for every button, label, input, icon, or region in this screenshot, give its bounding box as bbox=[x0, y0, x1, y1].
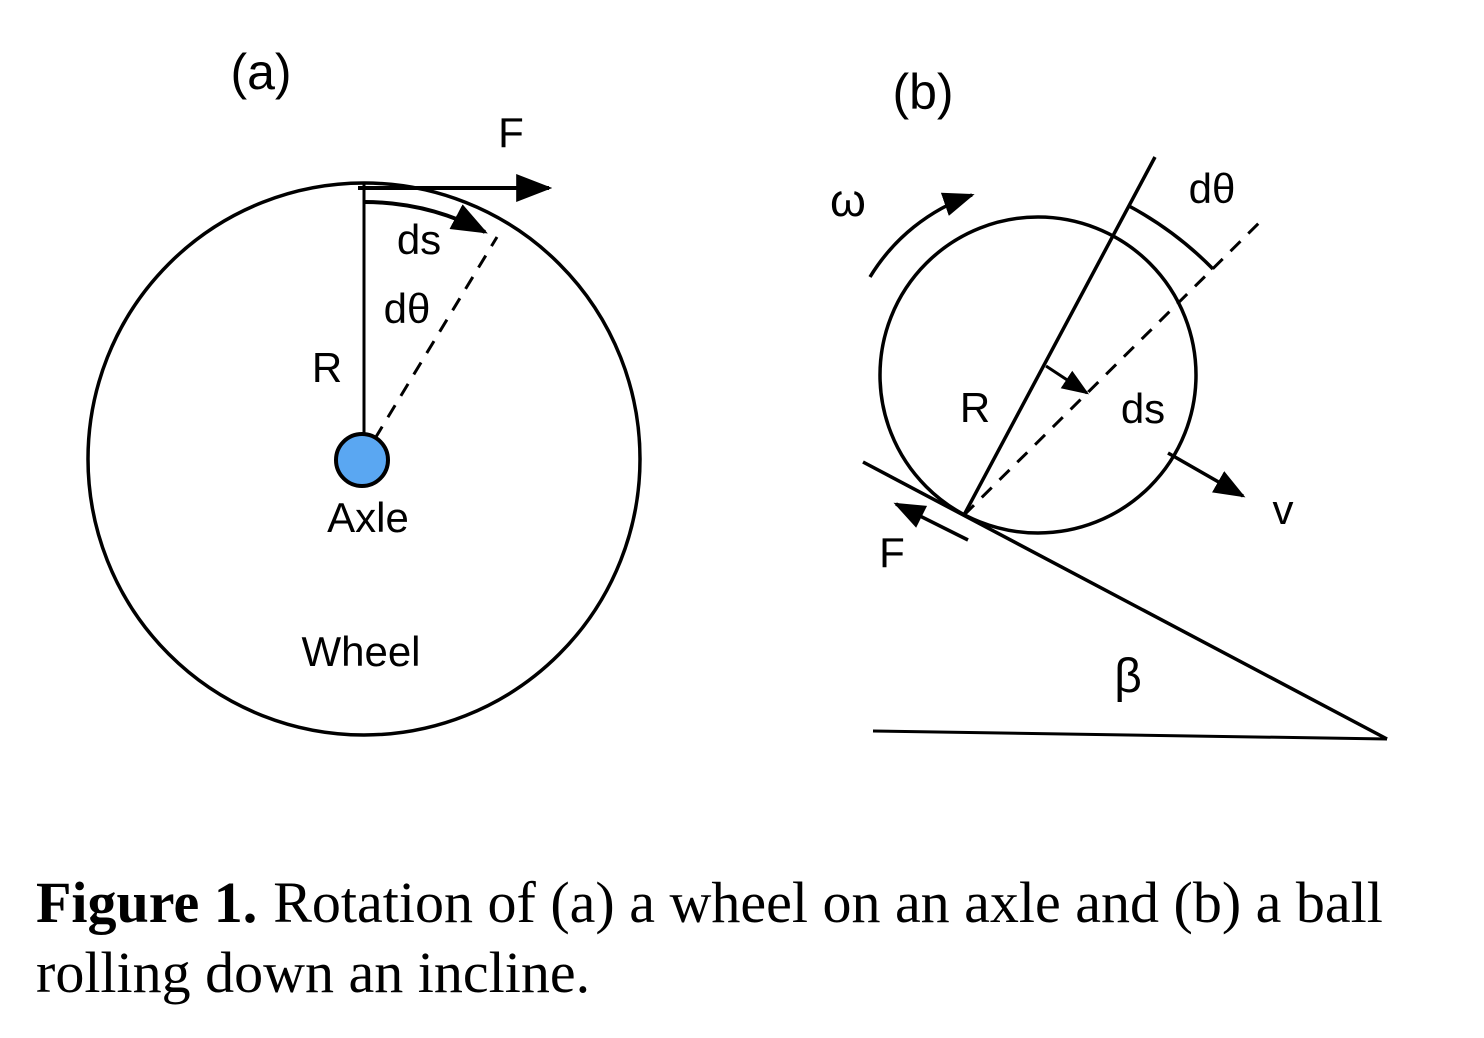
dtheta-label-a: dθ bbox=[384, 285, 431, 332]
radius-line-b bbox=[962, 156, 1157, 516]
dtheta-label-b: dθ bbox=[1189, 165, 1236, 212]
arc-ds-arrow-a bbox=[363, 199, 488, 234]
caption-title: Figure 1. bbox=[36, 870, 258, 935]
velocity-arrow bbox=[1167, 451, 1246, 498]
rotated-radius-dashed-line-a bbox=[360, 236, 499, 461]
incline-angle-label: β bbox=[1114, 650, 1142, 703]
physics-diagram: (a) F ds dθ R Axle Wheel bbox=[86, 44, 1388, 741]
omega-label: ω bbox=[830, 174, 866, 226]
panel-a-wheel-diagram: (a) F ds dθ R Axle Wheel bbox=[86, 44, 642, 737]
ds-arrow-b bbox=[1045, 364, 1090, 395]
friction-label: F bbox=[879, 529, 905, 576]
ds-label-b: ds bbox=[1121, 385, 1165, 432]
panel-a-label: (a) bbox=[230, 44, 291, 100]
axle-label: Axle bbox=[327, 494, 409, 541]
caption-text: Rotation of (a) a wheel on an axle and (… bbox=[36, 870, 1383, 1005]
radius-label-a: R bbox=[312, 344, 342, 391]
incline-line bbox=[862, 460, 1388, 741]
panel-b-label: (b) bbox=[892, 64, 953, 120]
panel-b-incline-diagram: (b) ω dθ R ds v F β bbox=[830, 64, 1388, 741]
friction-arrow bbox=[893, 502, 969, 542]
omega-rotation-arrow bbox=[868, 192, 975, 278]
figure-caption: Figure 1.Rotation of (a) a wheel on an a… bbox=[36, 868, 1468, 1007]
wheel-circle bbox=[86, 181, 642, 737]
wheel-label: Wheel bbox=[301, 628, 420, 675]
axle-circle bbox=[334, 432, 390, 488]
ball-circle bbox=[878, 215, 1198, 535]
ground-line bbox=[872, 729, 1388, 741]
rotated-radius-dashed-line-b bbox=[962, 217, 1265, 517]
velocity-label: v bbox=[1273, 486, 1294, 533]
dtheta-angle-arc-b bbox=[1128, 204, 1215, 271]
ds-label-a: ds bbox=[397, 216, 441, 263]
force-label-a: F bbox=[498, 109, 524, 156]
radius-label-b: R bbox=[960, 384, 990, 431]
